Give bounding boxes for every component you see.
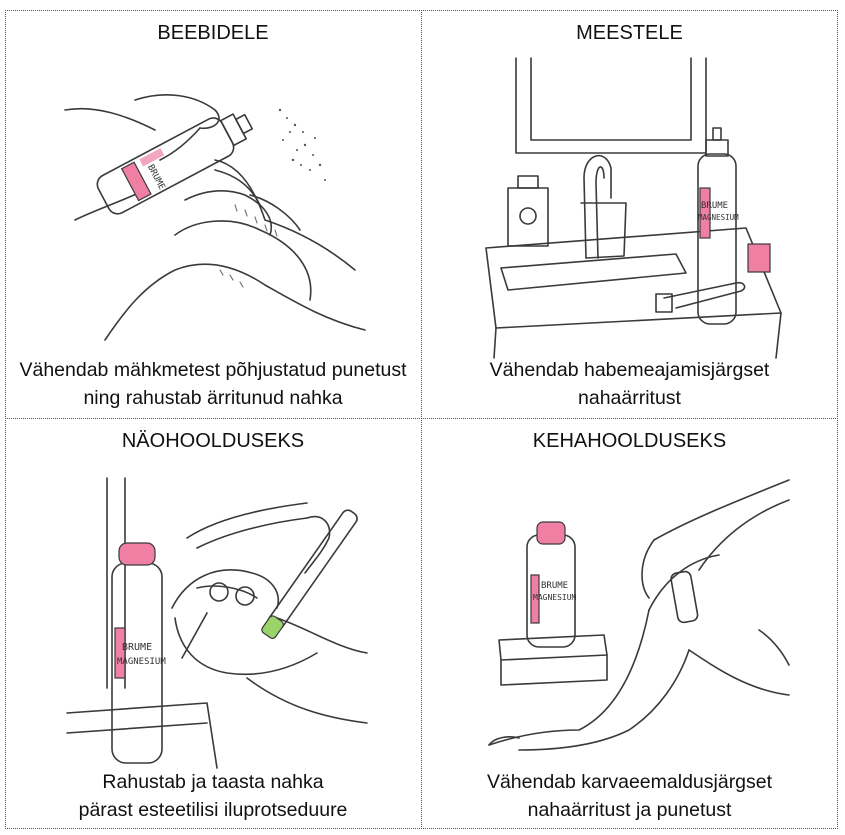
leg-spray-illustration: BRUME MAGNESIUM <box>488 479 790 760</box>
caption-line: Vähendab habemeajamisjärgset <box>489 359 770 381</box>
svg-text:BRUME: BRUME <box>701 201 728 211</box>
caption-line: ning rahustab ärritunud nahka <box>83 387 343 409</box>
svg-text:MAGNESIUM: MAGNESIUM <box>698 213 739 222</box>
panel-caption: Vähendab karvaeemaldusjärgset nahaärritu… <box>421 768 838 824</box>
caption-line: Rahustab ja taasta nahka <box>102 771 324 793</box>
svg-text:MAGNESIUM: MAGNESIUM <box>117 657 166 667</box>
caption-line: Vähendab mähkmetest põhjustatud punetust <box>19 359 407 381</box>
panel-title: BEEBIDELE <box>157 22 269 44</box>
baby-spray-illustration: BRUME <box>64 70 366 350</box>
panel-babies: BEEBIDELE BRUME <box>5 10 421 418</box>
panel-title: MEESTELE <box>576 22 683 44</box>
panel-men: MEESTELE BRUME MAGNESIUM <box>421 10 838 418</box>
caption-line: nahaärritust <box>578 387 681 409</box>
panel-title: KEHAHOOLDUSEKS <box>532 430 727 452</box>
svg-text:BRUME: BRUME <box>145 163 167 192</box>
panel-facial-care: NÄOHOOLDUSEKS <box>5 418 421 829</box>
facial-treatment-illustration: BRUME MAGNESIUM <box>66 477 368 769</box>
grid-horizontal-divider <box>5 418 838 419</box>
caption-line: pärast esteetilisi iluprotseduure <box>78 799 348 821</box>
caption-line: nahaärritust ja punetust <box>527 799 732 821</box>
panel-body-care: KEHAHOOLDUSEKS BRUME MAGNESIUM V <box>421 418 838 829</box>
grid-vertical-divider <box>421 10 422 829</box>
svg-text:BRUME: BRUME <box>122 642 152 653</box>
svg-text:BRUME: BRUME <box>541 581 568 591</box>
caption-line: Vähendab karvaeemaldusjärgset <box>486 771 773 793</box>
panel-caption: Vähendab mähkmetest põhjustatud punetust… <box>5 356 421 412</box>
svg-text:MAGNESIUM: MAGNESIUM <box>533 593 577 602</box>
panel-caption: Vähendab habemeajamisjärgset nahaärritus… <box>421 356 838 412</box>
bathroom-sink-illustration: BRUME MAGNESIUM <box>485 57 786 359</box>
panel-title: NÄOHOOLDUSEKS <box>121 430 305 452</box>
panel-caption: Rahustab ja taasta nahka pärast esteetil… <box>5 768 421 824</box>
